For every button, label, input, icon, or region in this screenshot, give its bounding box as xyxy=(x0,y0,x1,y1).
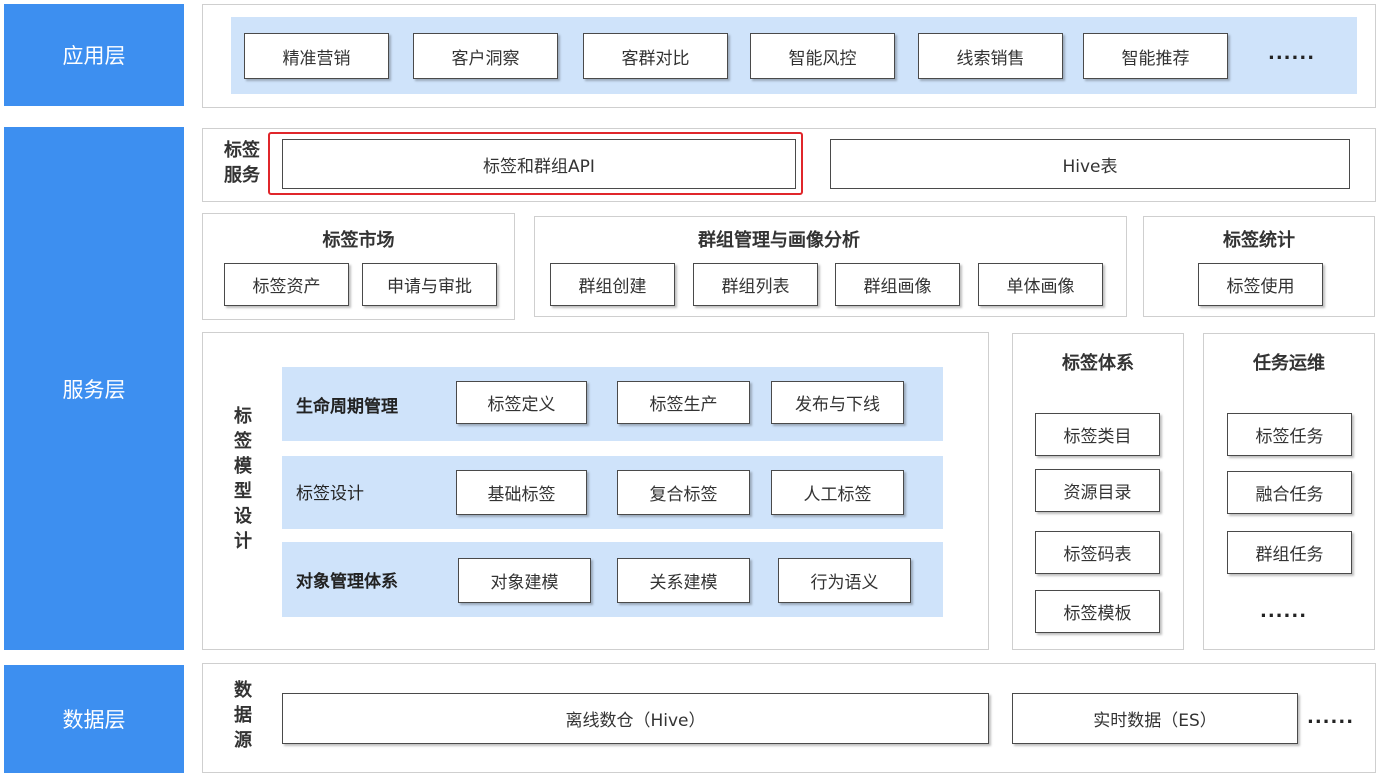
hive-table-box: Hive表 xyxy=(830,139,1350,189)
layer-label-data: 数据层 xyxy=(4,665,184,773)
data-more-ellipsis: ...... xyxy=(1307,707,1355,728)
task-more-ellipsis: ...... xyxy=(1260,601,1308,622)
app-item-precision-marketing: 精准营销 xyxy=(244,33,389,79)
app-item-lead-sales: 线索销售 xyxy=(918,33,1063,79)
lifecycle-item-define: 标签定义 xyxy=(456,381,587,424)
market-item-tag-assets: 标签资产 xyxy=(224,263,349,306)
model-design-label: 标签模型设计 xyxy=(228,404,258,564)
group-item-portrait: 群组画像 xyxy=(835,263,960,306)
layer-label-application: 应用层 xyxy=(4,4,184,106)
model-design-label-text: 标签模型设计 xyxy=(234,406,252,552)
app-item-risk-control: 智能风控 xyxy=(750,33,895,79)
tag-system-title: 标签体系 xyxy=(1062,353,1134,374)
object-item-relation: 关系建模 xyxy=(617,558,750,603)
row-label-object-mgmt: 对象管理体系 xyxy=(296,571,398,592)
task-item-tag: 标签任务 xyxy=(1227,413,1352,456)
group-analysis-title: 群组管理与画像分析 xyxy=(698,230,860,251)
task-item-group: 群组任务 xyxy=(1227,531,1352,574)
system-item-resource-catalog: 资源目录 xyxy=(1035,469,1160,512)
design-item-basic: 基础标签 xyxy=(456,470,587,515)
system-item-code-table: 标签码表 xyxy=(1035,531,1160,574)
group-item-create: 群组创建 xyxy=(550,263,675,306)
tag-market-title: 标签市场 xyxy=(322,230,395,251)
lifecycle-item-publish: 发布与下线 xyxy=(771,381,904,424)
tag-stats-title: 标签统计 xyxy=(1223,230,1295,251)
group-item-single-portrait: 单体画像 xyxy=(978,263,1103,306)
tag-group-api-box: 标签和群组API xyxy=(282,139,796,189)
app-more-ellipsis: ...... xyxy=(1268,43,1316,64)
task-ops-title: 任务运维 xyxy=(1253,353,1325,374)
lifecycle-item-produce: 标签生产 xyxy=(617,381,750,424)
task-item-fusion: 融合任务 xyxy=(1227,471,1352,514)
tag-service-label: 标签 服务 xyxy=(214,138,270,190)
object-item-modeling: 对象建模 xyxy=(458,558,591,603)
stats-item-tag-usage: 标签使用 xyxy=(1198,263,1323,306)
realtime-data-box: 实时数据（ES） xyxy=(1012,693,1298,744)
app-item-customer-insight: 客户洞察 xyxy=(413,33,558,79)
data-source-label-text: 数据源 xyxy=(234,680,252,751)
app-item-group-compare: 客群对比 xyxy=(583,33,728,79)
system-item-category: 标签类目 xyxy=(1035,413,1160,456)
system-item-template: 标签模板 xyxy=(1035,590,1160,633)
offline-warehouse-box: 离线数仓（Hive） xyxy=(282,693,989,744)
app-item-recommendation: 智能推荐 xyxy=(1083,33,1228,79)
tag-service-label-text: 标签 服务 xyxy=(224,140,260,186)
api-highlight-frame xyxy=(268,132,803,195)
group-item-list: 群组列表 xyxy=(693,263,818,306)
design-item-manual: 人工标签 xyxy=(771,470,904,515)
row-label-tag-design: 标签设计 xyxy=(296,483,364,504)
data-source-label: 数据源 xyxy=(228,678,258,758)
object-item-behavior: 行为语义 xyxy=(778,558,911,603)
design-item-composite: 复合标签 xyxy=(617,470,750,515)
market-item-apply-approve: 申请与审批 xyxy=(362,263,497,306)
layer-label-service: 服务层 xyxy=(4,127,184,650)
row-label-lifecycle: 生命周期管理 xyxy=(296,396,398,417)
